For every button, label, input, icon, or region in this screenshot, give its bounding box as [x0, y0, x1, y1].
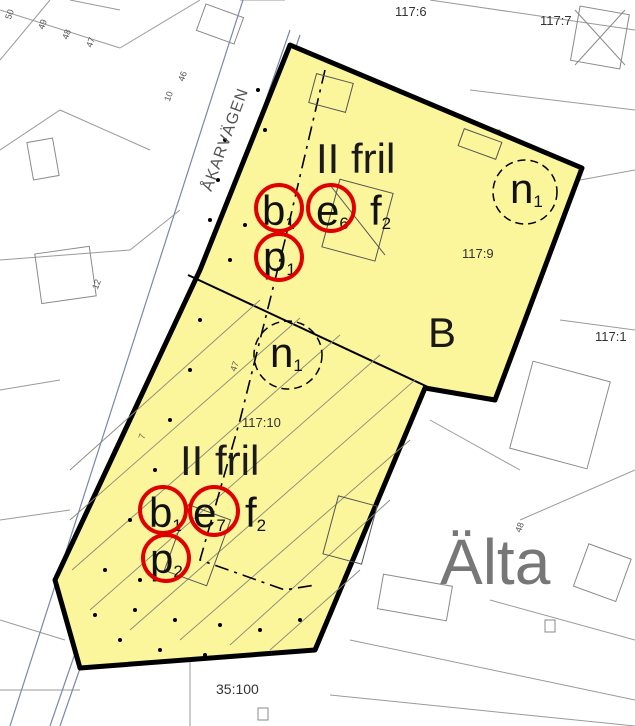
highlight-circle-b1-lower — [138, 485, 188, 535]
highlight-circle-p2 — [141, 533, 191, 583]
code-n1-upper: n1 — [510, 165, 543, 212]
zone-divider — [187, 274, 431, 389]
hatching — [69, 299, 416, 651]
parcel-label: 117:7 — [540, 13, 572, 28]
neighbour-buildings — [26, 3, 632, 721]
storeys-label-upper: II fril — [316, 135, 396, 182]
highlight-circle-e6 — [306, 183, 356, 233]
prick-dots — [93, 88, 302, 657]
zone-b-label: B — [428, 309, 457, 356]
parcel-label: 35:100 — [216, 681, 259, 697]
tree-circle-upper — [492, 159, 558, 225]
code-n1-lower: n1 — [270, 329, 303, 376]
highlight-circle-p1 — [254, 232, 304, 282]
tree-circle-lower — [253, 320, 323, 390]
highlight-circle-e7 — [188, 485, 240, 537]
highlight-circle-b1-upper — [254, 183, 304, 233]
area-name: Älta — [440, 526, 551, 598]
parcel-label: 117:9 — [462, 246, 494, 261]
parcel-label: 117:1 — [595, 329, 627, 344]
parcel-label: 117:6 — [395, 4, 427, 19]
code-f2-upper: f2 — [370, 187, 392, 234]
parcel-label: 117:10 — [242, 415, 281, 430]
storeys-label-lower: II fril — [180, 437, 260, 484]
code-f2-lower: f2 — [245, 489, 267, 536]
